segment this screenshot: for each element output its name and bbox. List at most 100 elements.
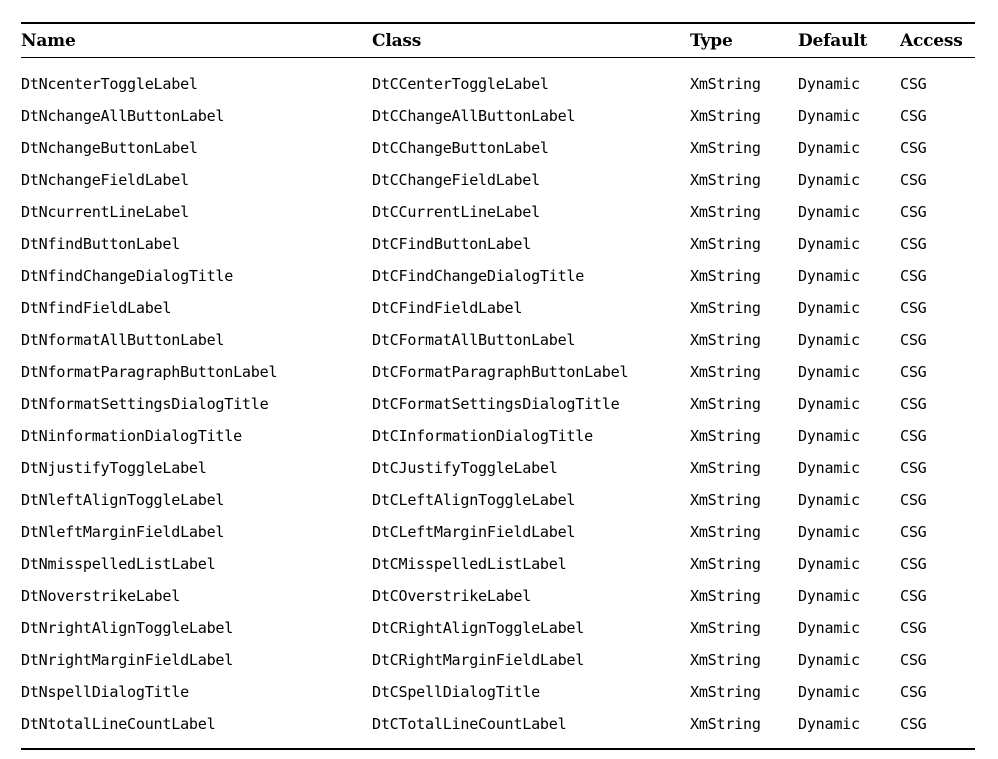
table-row: DtNcurrentLineLabel DtCCurrentLineLabel Xm… bbox=[21, 196, 975, 228]
cell-type: XmString bbox=[690, 363, 761, 381]
cell-class: DtCFindChangeDialogTitle bbox=[372, 267, 585, 285]
cell-type: XmString bbox=[690, 299, 761, 317]
cell-access: CSG bbox=[900, 75, 927, 93]
table-bottom-rule bbox=[21, 748, 975, 750]
table-body: DtNcenterToggleLabel DtCCenterToggleLabel… bbox=[21, 68, 975, 740]
cell-name: DtNformatAllButtonLabel bbox=[21, 331, 225, 349]
cell-access: CSG bbox=[900, 299, 927, 317]
cell-default: Dynamic bbox=[798, 395, 860, 413]
cell-name: DtNcurrentLineLabel bbox=[21, 203, 189, 221]
cell-type: XmString bbox=[690, 331, 761, 349]
cell-default: Dynamic bbox=[798, 491, 860, 509]
cell-access: CSG bbox=[900, 491, 927, 509]
cell-type: XmString bbox=[690, 235, 761, 253]
column-header-type: Type bbox=[690, 30, 733, 51]
column-header-default: Default bbox=[798, 30, 868, 51]
table-row: DtNchangeAllButtonLabel DtCChangeAllButto… bbox=[21, 100, 975, 132]
cell-access: CSG bbox=[900, 427, 927, 445]
cell-name: DtNchangeAllButtonLabel bbox=[21, 107, 225, 125]
cell-type: XmString bbox=[690, 395, 761, 413]
cell-default: Dynamic bbox=[798, 523, 860, 541]
cell-access: CSG bbox=[900, 459, 927, 477]
cell-default: Dynamic bbox=[798, 459, 860, 477]
cell-access: CSG bbox=[900, 203, 927, 221]
cell-type: XmString bbox=[690, 587, 761, 605]
cell-type: XmString bbox=[690, 267, 761, 285]
cell-type: XmString bbox=[690, 683, 761, 701]
cell-access: CSG bbox=[900, 267, 927, 285]
cell-access: CSG bbox=[900, 619, 927, 637]
cell-default: Dynamic bbox=[798, 651, 860, 669]
cell-class: DtCFindFieldLabel bbox=[372, 299, 523, 317]
cell-type: XmString bbox=[690, 139, 761, 157]
cell-default: Dynamic bbox=[798, 171, 860, 189]
cell-default: Dynamic bbox=[798, 107, 860, 125]
cell-access: CSG bbox=[900, 395, 927, 413]
cell-name: DtNleftAlignToggleLabel bbox=[21, 491, 225, 509]
cell-access: CSG bbox=[900, 683, 927, 701]
cell-class: DtCLeftMarginFieldLabel bbox=[372, 523, 576, 541]
column-header-class: Class bbox=[372, 30, 422, 51]
cell-name: DtNchangeButtonLabel bbox=[21, 139, 198, 157]
cell-class: DtCFormatSettingsDialogTitle bbox=[372, 395, 620, 413]
cell-name: DtNtotalLineCountLabel bbox=[21, 715, 216, 733]
cell-default: Dynamic bbox=[798, 75, 860, 93]
cell-name: DtNfindButtonLabel bbox=[21, 235, 181, 253]
cell-name: DtNcenterToggleLabel bbox=[21, 75, 198, 93]
cell-name: DtNinformationDialogTitle bbox=[21, 427, 242, 445]
cell-access: CSG bbox=[900, 331, 927, 349]
cell-access: CSG bbox=[900, 363, 927, 381]
cell-default: Dynamic bbox=[798, 203, 860, 221]
cell-default: Dynamic bbox=[798, 235, 860, 253]
cell-type: XmString bbox=[690, 715, 761, 733]
cell-type: XmString bbox=[690, 203, 761, 221]
cell-default: Dynamic bbox=[798, 139, 860, 157]
cell-class: DtCRightMarginFieldLabel bbox=[372, 651, 585, 669]
cell-class: DtCChangeAllButtonLabel bbox=[372, 107, 576, 125]
table-top-rule bbox=[21, 22, 975, 24]
cell-name: DtNleftMarginFieldLabel bbox=[21, 523, 225, 541]
column-header-name: Name bbox=[21, 30, 76, 51]
cell-class: DtCCurrentLineLabel bbox=[372, 203, 540, 221]
cell-default: Dynamic bbox=[798, 427, 860, 445]
cell-default: Dynamic bbox=[798, 331, 860, 349]
table-header: Name Class Type Default Access bbox=[21, 24, 975, 57]
cell-default: Dynamic bbox=[798, 587, 860, 605]
cell-name: DtNformatParagraphButtonLabel bbox=[21, 363, 278, 381]
cell-default: Dynamic bbox=[798, 619, 860, 637]
cell-access: CSG bbox=[900, 587, 927, 605]
cell-type: XmString bbox=[690, 171, 761, 189]
table-header-row: Name Class Type Default Access bbox=[21, 24, 975, 57]
cell-name: DtNspellDialogTitle bbox=[21, 683, 189, 701]
table-row: DtNleftMarginFieldLabel DtCLeftMarginFiel… bbox=[21, 516, 975, 548]
resource-table: Name Class Type Default Access bbox=[21, 24, 975, 57]
header-body-spacer bbox=[21, 58, 975, 68]
cell-access: CSG bbox=[900, 715, 927, 733]
cell-name: DtNoverstrikeLabel bbox=[21, 587, 181, 605]
cell-name: DtNrightAlignToggleLabel bbox=[21, 619, 234, 637]
cell-class: DtCRightAlignToggleLabel bbox=[372, 619, 585, 637]
cell-type: XmString bbox=[690, 555, 761, 573]
cell-default: Dynamic bbox=[798, 555, 860, 573]
cell-access: CSG bbox=[900, 235, 927, 253]
table-row: DtNformatAllButtonLabel DtCFormatAllButto… bbox=[21, 324, 975, 356]
cell-class: DtCCenterToggleLabel bbox=[372, 75, 549, 93]
cell-class: DtCFormatAllButtonLabel bbox=[372, 331, 576, 349]
cell-default: Dynamic bbox=[798, 363, 860, 381]
cell-access: CSG bbox=[900, 107, 927, 125]
cell-access: CSG bbox=[900, 651, 927, 669]
cell-type: XmString bbox=[690, 619, 761, 637]
cell-type: XmString bbox=[690, 107, 761, 125]
cell-name: DtNrightMarginFieldLabel bbox=[21, 651, 234, 669]
cell-type: XmString bbox=[690, 75, 761, 93]
